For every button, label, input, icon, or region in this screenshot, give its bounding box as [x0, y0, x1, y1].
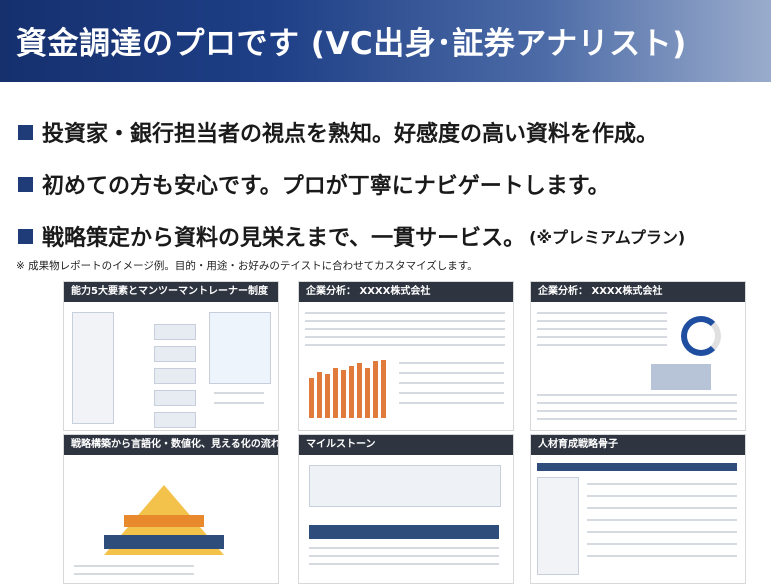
page-title: 資金調達のプロです (VC出身･証券アナリスト) [16, 26, 687, 62]
thumbnail-title: 企業分析： XXXX株式会社 [531, 282, 745, 302]
bullet-item: 初めての方も安心です。プロが丁寧にナビゲートします。 [18, 158, 685, 210]
bullet-text: 戦略策定から資料の見栄えまで、一貫サービス。 [42, 226, 526, 251]
thumbnail-milestone: マイルストーン [298, 434, 514, 584]
thumbnail-title: 人材育成戦略骨子 [531, 435, 745, 455]
bullet-text: 初めての方も安心です。プロが丁寧にナビゲートします。 [42, 174, 610, 199]
thumbnail-preview [299, 302, 513, 430]
bullet-item: 戦略策定から資料の見栄えまで、一貫サービス。 (※プレミアムプラン) [18, 210, 685, 262]
header-banner: 資金調達のプロです (VC出身･証券アナリスト) [0, 0, 771, 82]
bullet-subtext: (※プレミアムプラン) [529, 228, 686, 247]
thumbnail-preview [531, 302, 745, 430]
sample-note: ※ 成果物レポートのイメージ例。目的・用途・お好みのテイストに合わせてカスタマイ… [16, 260, 478, 272]
thumbnail-preview [531, 455, 745, 583]
thumbnail-title: 企業分析： XXXX株式会社 [299, 282, 513, 302]
thumbnail-title: 能力5大要素とマンツーマントレーナー制度 [64, 282, 278, 302]
bullet-item: 投資家・銀行担当者の視点を熟知。好感度の高い資料を作成。 [18, 106, 685, 158]
thumbnail-company-analysis-1: 企業分析： XXXX株式会社 [298, 281, 514, 431]
thumbnail-ability-trainer: 能力5大要素とマンツーマントレーナー制度 [63, 281, 279, 431]
thumbnail-preview [64, 455, 278, 583]
square-bullet-icon [18, 228, 33, 244]
thumbnail-company-analysis-2: 企業分析： XXXX株式会社 [530, 281, 746, 431]
bullet-text: 投資家・銀行担当者の視点を熟知。好感度の高い資料を作成。 [42, 122, 659, 147]
bullet-list: 投資家・銀行担当者の視点を熟知。好感度の高い資料を作成。 初めての方も安心です。… [18, 106, 685, 262]
thumbnail-title: マイルストーン [299, 435, 513, 455]
thumbnail-strategy-flow: 戦略構築から言語化・数値化、見える化の流れ [63, 434, 279, 584]
thumbnail-preview [64, 302, 278, 430]
square-bullet-icon [18, 124, 33, 140]
thumbnail-preview [299, 455, 513, 583]
thumbnail-title: 戦略構築から言語化・数値化、見える化の流れ [64, 435, 278, 455]
thumbnail-hr-strategy: 人材育成戦略骨子 [530, 434, 746, 584]
square-bullet-icon [18, 176, 33, 192]
